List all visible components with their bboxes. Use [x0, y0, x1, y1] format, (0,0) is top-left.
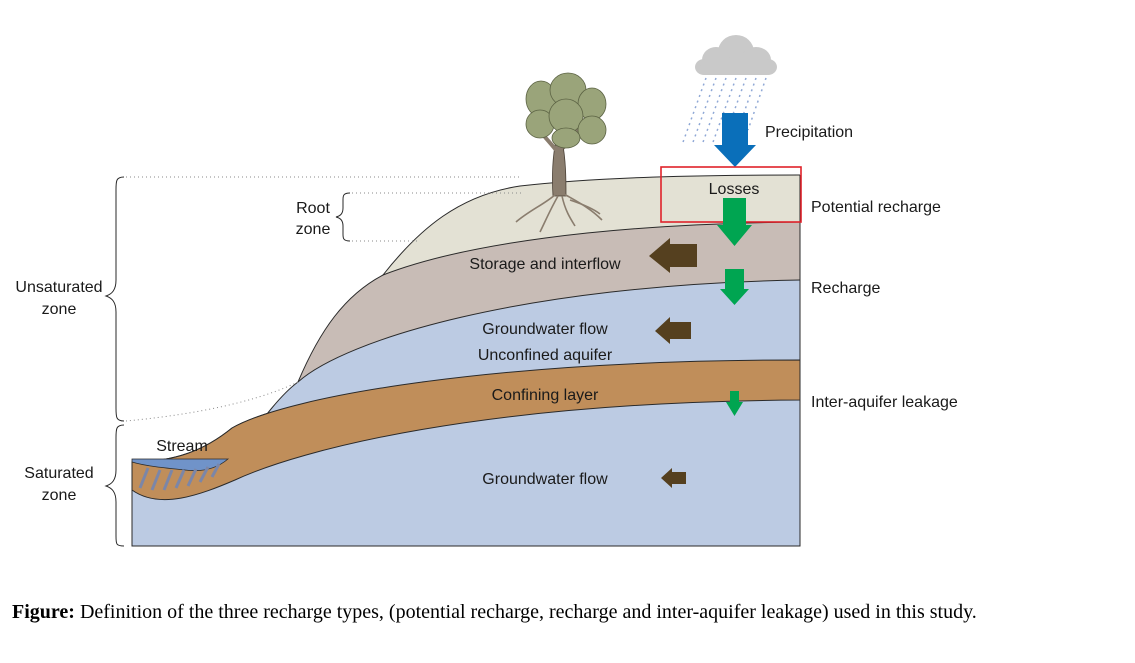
recharge-arrow [720, 269, 749, 305]
unconfined-aquifer-label: Unconfined aquifer [478, 347, 613, 364]
saturated-zone-label-line1: Saturated [24, 465, 93, 482]
saturated-zone-brace [104, 424, 125, 547]
upper-groundwater-flow-arrow [655, 317, 691, 344]
recharge-label: Recharge [811, 280, 880, 297]
potential-recharge-label: Potential recharge [811, 199, 941, 216]
root-zone-label-line1: Root [296, 200, 330, 217]
inter-aquifer-leakage-label: Inter-aquifer leakage [811, 394, 958, 411]
upper-groundwater-flow-label: Groundwater flow [482, 321, 608, 338]
tree-icon [515, 72, 607, 233]
precipitation-label: Precipitation [765, 124, 853, 141]
ground-surface-line [231, 174, 801, 461]
lower-groundwater-flow-label: Groundwater flow [482, 471, 608, 488]
losses-label: Losses [709, 181, 760, 198]
unsaturated-zone-label-line2: zone [42, 301, 77, 318]
storage-interflow-label: Storage and interflow [469, 256, 621, 273]
topsoil-layer [383, 175, 800, 275]
caption-prefix: Figure: [12, 601, 75, 623]
precipitation-arrow [714, 113, 756, 167]
lower-groundwater-flow-arrow [661, 468, 686, 488]
storage-boundary [297, 279, 801, 383]
figure-caption: Figure: Definition of the three recharge… [12, 599, 1112, 625]
potential-recharge-arrow [717, 198, 752, 246]
confining-layer-label: Confining layer [492, 387, 599, 404]
inter-aquifer-leakage-arrow [726, 391, 743, 416]
unconfined-aquifer-layer [232, 280, 800, 460]
root-zone-brace [335, 192, 351, 242]
caption-text: Definition of the three recharge types, … [74, 601, 977, 623]
unsaturated-zone-label-line1: Unsaturated [15, 279, 102, 296]
root-zone-label-line2: zone [296, 221, 331, 238]
stream-bed-hatching [138, 463, 221, 491]
cloud-icon [695, 35, 777, 75]
saturated-zone-label-line2: zone [42, 487, 77, 504]
interflow-arrow [649, 238, 697, 273]
unsaturated-zone-brace [104, 176, 125, 422]
stream-label: Stream [156, 438, 208, 455]
unsaturated-bottom-guide [125, 381, 299, 422]
topsoil-boundary [382, 221, 801, 276]
